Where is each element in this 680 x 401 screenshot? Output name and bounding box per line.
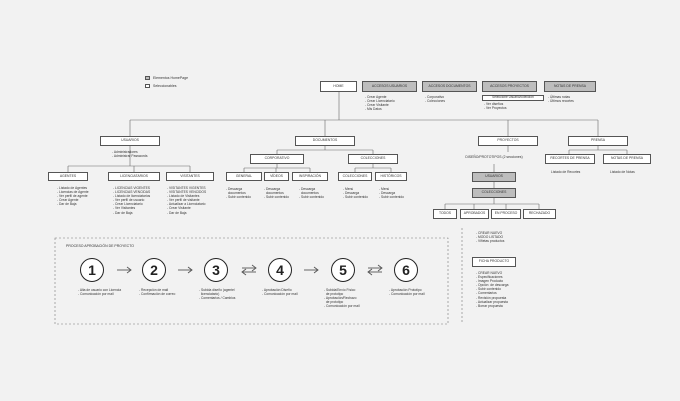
notas-list: Listado de Notas [610, 170, 635, 174]
step-3-text: - Subida diseño (agente/ licenciatario) … [199, 288, 236, 301]
step-2-circle: 2 [142, 258, 166, 282]
proyectos-crear-list: - CREAR NUEVO - MODO LISTADO - Viñetas p… [476, 231, 505, 244]
agentes-node[interactable]: AGENTES [48, 172, 88, 181]
notas-prensa-node[interactable]: NOTAS DE PRENSA [544, 81, 596, 92]
step-6-text: - Aprobación Prototipo - Comunicación po… [389, 288, 425, 297]
accesos-usuarios-list: - Crear Agente - Crear Licenciatario - C… [365, 95, 395, 112]
proyectos-usuarios-node[interactable]: USUARIOS [472, 172, 516, 182]
seleccione-usuario-select[interactable]: Seleccione Usuario/colección [482, 95, 544, 101]
usuarios-admin-list: - Administradores - Administrar Password… [112, 150, 148, 159]
legend-selectable-label: Seleccionables [153, 84, 177, 88]
tab-todos[interactable]: TODOS [433, 209, 457, 219]
historicos-list: - Menú - Descarga - Subir contenido [379, 187, 404, 200]
tab-aprobados[interactable]: APROBADOS [460, 209, 489, 219]
tab-en-proceso[interactable]: EN PROCESO [491, 209, 521, 219]
step-1-circle: 1 [80, 258, 104, 282]
videos-list: - Descarga documentos - Subir contenido [264, 187, 289, 200]
colecciones-sub-node[interactable]: COLECCIONES [338, 172, 372, 181]
notas-prensa-list: - Últimas notas - Últimos recortes [548, 95, 574, 104]
inspiracion-list: - Descarga documentos - Subir contenido [299, 187, 324, 200]
ficha-producto-node[interactable]: FICHA PRODUCTO [472, 257, 516, 267]
colecciones-node[interactable]: COLECCIONES [348, 154, 398, 164]
tab-rechazado[interactable]: RECHAZADO [523, 209, 556, 219]
visitantes-node[interactable]: VISITANTES [166, 172, 214, 181]
legend-selectable-swatch [145, 84, 150, 88]
documentos-node[interactable]: DOCUMENTOS [295, 136, 355, 146]
accesos-usuarios-node[interactable]: ACCESOS USUARIOS [362, 81, 417, 92]
accesos-proyectos-node[interactable]: ACCESOS PROYECTOS [482, 81, 537, 92]
step-2-text: - Recepción de mail - Confirmación de co… [139, 288, 176, 297]
inspiracion-node[interactable]: INSPIRACIÓN [292, 172, 328, 181]
licenciatarios-list: - LICENCIAS VIGENTES - LICENCIAS VENCIDA… [113, 186, 151, 215]
recortes-list: Listado de Recortes [551, 170, 581, 174]
step-4-text: - Aprobación Diseño - Comunicación por m… [262, 288, 298, 297]
step-5-text: - Subida/Envío Físico de prototipo - Apr… [324, 288, 360, 309]
agentes-list: - Listado de Agentes - Licencias de Agen… [57, 186, 89, 207]
accesos-documentos-node[interactable]: ACCESOS DOCUMENTOS [422, 81, 477, 92]
accesos-proyectos-list: - Ver diseños - Ver Proyectos [484, 102, 507, 111]
general-list: - Descarga documentos - Subir contenido [226, 187, 251, 200]
step-1-text: - Alta de usuario con Licencia - Comunic… [78, 288, 122, 297]
home-node[interactable]: HOME [320, 81, 357, 92]
legend-homepage-label: Elementos HomePage [153, 76, 189, 80]
legend-homepage-swatch [145, 76, 150, 80]
proyectos-colecciones-node[interactable]: COLECCIONES [472, 188, 516, 198]
usuarios-node[interactable]: USUARIOS [100, 136, 160, 146]
proceso-title: PROCESO APROBACIÓN DE PROYECTO [66, 244, 135, 248]
step-4-circle: 4 [268, 258, 292, 282]
ficha-producto-list: - CREAR NUEVO - Especificaciones - Image… [476, 271, 509, 308]
diseno-prototipos-label[interactable]: DISEÑO/PROTOTIPOS (2 secciones) [465, 155, 523, 160]
step-5-circle: 5 [331, 258, 355, 282]
colecciones-doc-list: - Menú - Descarga - Subir contenido [343, 187, 368, 200]
videos-node[interactable]: VÍDEOS [264, 172, 289, 181]
prensa-node[interactable]: PRENSA [568, 136, 628, 146]
proyectos-node[interactable]: PROYECTOS [478, 136, 538, 146]
step-3-circle: 3 [204, 258, 228, 282]
notas-prensa-sub-node[interactable]: NOTAS DE PRENSA [603, 154, 651, 164]
accesos-documentos-list: - Corporativo - Colecciones [425, 95, 445, 104]
historicos-node[interactable]: HISTÓRICOS [375, 172, 407, 181]
visitantes-list: - VISITANTES VIGENTES - VISITANTES VENCI… [167, 186, 207, 215]
licenciatarios-node[interactable]: LICENCIATARIOS [108, 172, 160, 181]
recortes-prensa-node[interactable]: RECORTES DE PRENSA [545, 154, 595, 164]
corporativo-node[interactable]: CORPORATIVO [250, 154, 304, 164]
step-6-circle: 6 [394, 258, 418, 282]
general-node[interactable]: GENERAL [226, 172, 262, 181]
